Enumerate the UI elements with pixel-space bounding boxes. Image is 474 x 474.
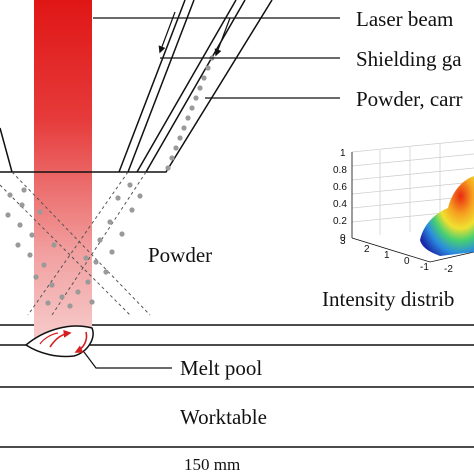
laser-beam bbox=[34, 0, 92, 338]
intensity-surface bbox=[420, 176, 474, 256]
svg-text:-1: -1 bbox=[420, 262, 429, 273]
width-label: 150 mm bbox=[184, 455, 240, 474]
inset-y-ticks: 3 2 1 0 -1 -2 bbox=[340, 236, 453, 275]
powder-label: Powder bbox=[148, 243, 212, 267]
svg-text:0.4: 0.4 bbox=[333, 199, 347, 210]
powder-in-channel bbox=[165, 55, 215, 171]
inset-floor-axes bbox=[351, 237, 474, 263]
nozzle bbox=[0, 0, 273, 173]
melt-pool bbox=[24, 325, 94, 358]
worktable-label: Worktable bbox=[180, 405, 267, 429]
svg-text:0: 0 bbox=[340, 233, 346, 244]
svg-text:2: 2 bbox=[364, 244, 370, 255]
laser-beam-label: Laser beam bbox=[356, 7, 453, 31]
svg-text:0.8: 0.8 bbox=[333, 165, 347, 176]
svg-text:0: 0 bbox=[404, 256, 410, 267]
svg-text:3: 3 bbox=[340, 236, 346, 247]
leader-lines bbox=[83, 17, 340, 369]
powder-carrier-label: Powder, carr bbox=[356, 87, 462, 111]
channel-arrows bbox=[158, 11, 231, 57]
inset-z-ticks: 1 0.8 0.6 0.4 0.2 0 bbox=[333, 148, 347, 244]
intensity-label: Intensity distrib bbox=[322, 287, 454, 311]
svg-text:0.2: 0.2 bbox=[333, 216, 347, 227]
svg-text:-2: -2 bbox=[444, 264, 453, 275]
shielding-gas-label: Shielding ga bbox=[356, 47, 462, 71]
svg-text:1: 1 bbox=[384, 250, 390, 261]
svg-text:0.6: 0.6 bbox=[333, 182, 347, 193]
melt-pool-label: Melt pool bbox=[180, 356, 262, 380]
powder-stream bbox=[5, 182, 143, 309]
intensity-inset: 1 0.8 0.6 0.4 0.2 0 3 2 1 0 -1 -2 bbox=[333, 139, 474, 275]
svg-text:1: 1 bbox=[340, 148, 346, 159]
